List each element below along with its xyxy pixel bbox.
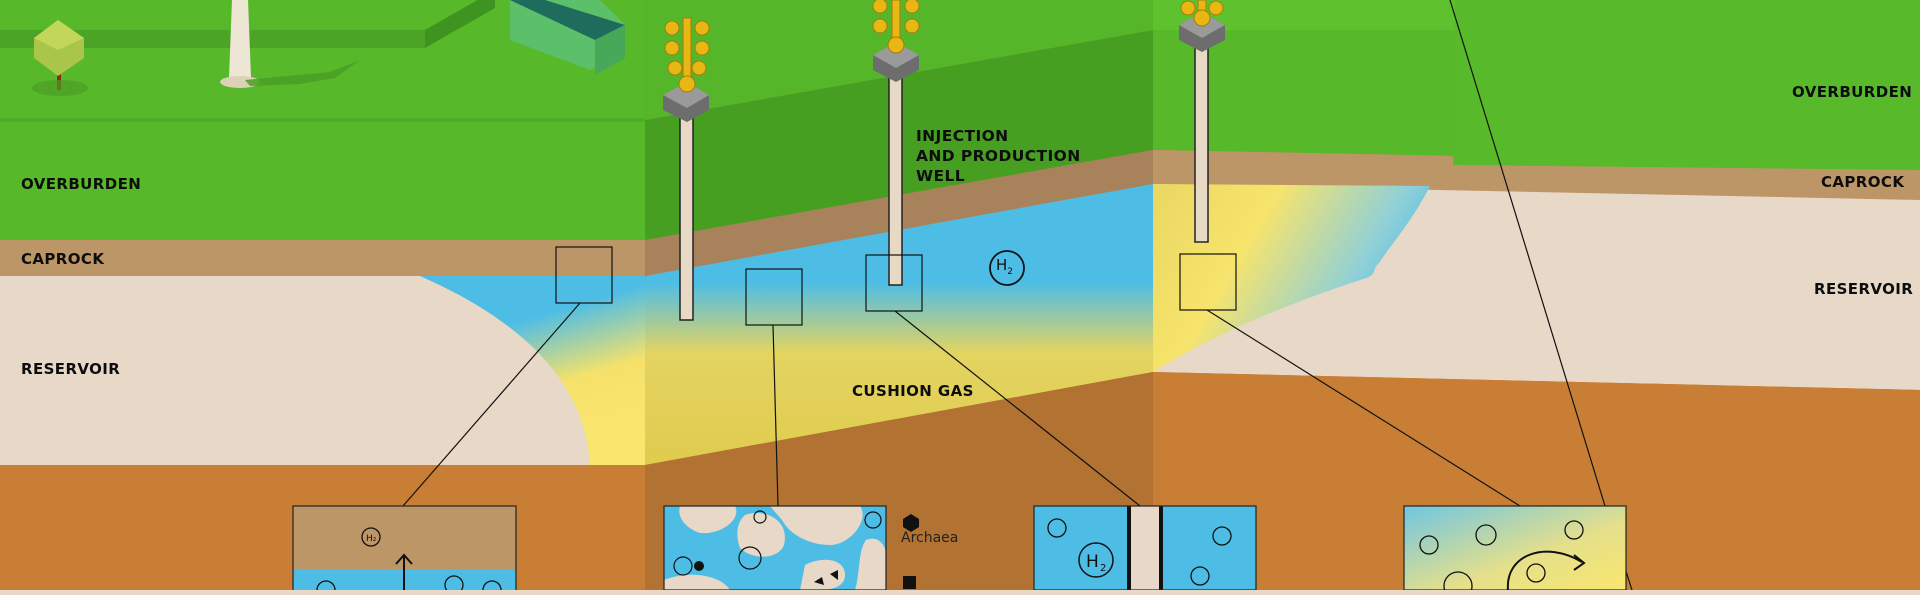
callout-line-2 xyxy=(772,324,779,507)
grass-edge xyxy=(0,118,645,122)
h2-symbol: H xyxy=(996,256,1008,274)
inset-well-casing: H 2 xyxy=(1033,505,1257,591)
label-caprock-right: CAPROCK xyxy=(1821,173,1905,191)
zoom-box-2 xyxy=(745,268,803,326)
svg-text:H₂: H₂ xyxy=(366,534,377,544)
inset-gas-mixing xyxy=(1403,505,1627,595)
middle-gas xyxy=(645,184,1153,465)
wellhead-valves-icon xyxy=(664,17,710,93)
right-front-band xyxy=(1453,0,1920,170)
well-label-line-1: INJECTION xyxy=(916,127,1009,145)
callout-line-long xyxy=(1449,0,1606,507)
left-caprock xyxy=(0,240,645,276)
right-gas-lens xyxy=(1153,184,1430,372)
well-label-line-3: WELL xyxy=(916,167,966,185)
label-overburden-right: OVERBURDEN xyxy=(1792,83,1913,101)
well-3 xyxy=(1179,0,1225,243)
wellhead-valves-icon xyxy=(872,0,920,54)
callout-line-3 xyxy=(894,310,1141,507)
label-reservoir-left: RESERVOIR xyxy=(21,360,121,378)
building-icon xyxy=(510,0,625,75)
callout-line-1 xyxy=(402,302,581,507)
wellhead-valves-icon xyxy=(1180,0,1224,27)
left-lens-base xyxy=(590,465,645,470)
surface-ridge xyxy=(0,30,425,48)
h2-molecule-icon xyxy=(989,250,1025,286)
h2-label: H2 xyxy=(996,256,1013,277)
inset-pore-space xyxy=(663,505,887,591)
label-cushion-gas: CUSHION GAS xyxy=(852,382,974,400)
label-overburden-left: OVERBURDEN xyxy=(21,175,142,193)
well-2 xyxy=(872,0,920,286)
right-basement xyxy=(1153,372,1920,590)
label-injection-well: INJECTION AND PRODUCTION WELL xyxy=(916,126,1081,186)
legend-square-icon xyxy=(903,576,916,589)
legend-archaea: Archaea xyxy=(901,530,959,546)
zoom-box-3 xyxy=(865,254,923,312)
callout-line-4 xyxy=(1206,309,1521,507)
well-label-line-2: AND PRODUCTION xyxy=(916,147,1081,165)
wind-turbine-icon xyxy=(220,0,360,88)
left-reservoir xyxy=(0,276,645,465)
inset-caprock-seal: H₂ xyxy=(292,505,517,595)
left-gas-lens xyxy=(420,276,645,465)
label-reservoir-right: RESERVOIR xyxy=(1814,280,1914,298)
well-1 xyxy=(663,17,710,321)
label-caprock-left: CAPROCK xyxy=(21,250,105,268)
surface-ridge-side xyxy=(425,0,495,48)
zoom-box-1 xyxy=(555,246,613,304)
svg-text:H: H xyxy=(1086,552,1099,572)
h2-subscript: 2 xyxy=(1007,267,1014,277)
archaea-hexagon-icon xyxy=(903,514,919,532)
svg-text:2: 2 xyxy=(1100,563,1106,574)
tree-icon xyxy=(32,20,88,96)
